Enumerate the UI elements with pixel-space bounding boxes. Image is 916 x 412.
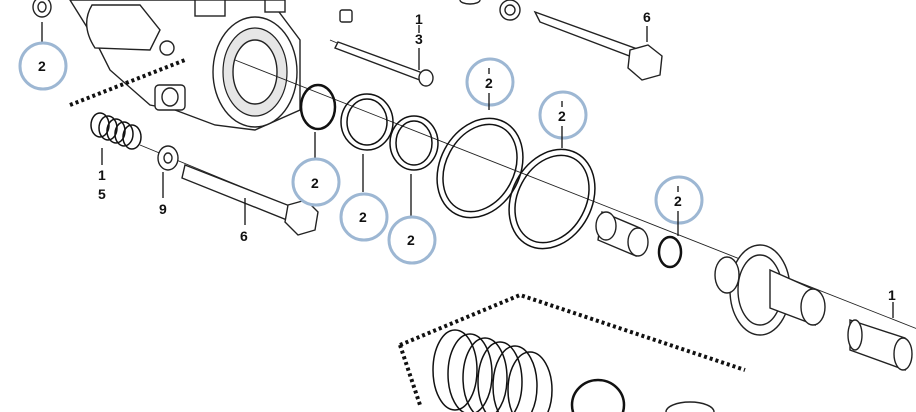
shaft-right	[847, 319, 913, 371]
svg-text:2: 2	[359, 209, 367, 225]
label-washer-left: 9	[159, 201, 167, 217]
o-ring-small-right	[657, 235, 683, 269]
label-bolt-bottom: 6	[240, 228, 248, 244]
svg-text:2: 2	[674, 193, 682, 209]
svg-text:2: 2	[558, 108, 566, 124]
valve-housing	[69, 0, 301, 131]
callout-large-ring-b: 2	[538, 90, 588, 148]
washer-left	[157, 145, 179, 171]
svg-text:2: 2	[407, 232, 415, 248]
large-ring-b	[508, 148, 596, 250]
dashed-leader-spring	[399, 292, 746, 372]
svg-text:2: 2	[485, 75, 493, 91]
seal-ring-a	[340, 93, 394, 151]
o-ring-small	[299, 83, 337, 131]
callout-large-ring-a: 2	[465, 57, 515, 110]
spring-small	[90, 112, 142, 150]
seal-ring-b	[389, 115, 439, 171]
callout-small-ring-right: 2	[654, 175, 704, 236]
label-bolt-top-left-1: 1	[415, 11, 423, 27]
label-bolt-top-left-2: 3	[415, 31, 423, 47]
bolt-top-right	[459, 0, 663, 81]
label-shaft-right: 1	[888, 287, 896, 303]
piston	[714, 244, 826, 336]
dashed-leader-housing	[69, 58, 186, 107]
svg-text:2: 2	[38, 58, 46, 74]
callout-ring-a: 2	[339, 154, 389, 242]
label-spring-2: 5	[98, 186, 106, 202]
spring-large	[432, 329, 715, 412]
bushing	[595, 211, 649, 257]
callout-small-oring: 2	[291, 132, 341, 207]
bolt-bottom	[181, 164, 319, 236]
svg-text:2: 2	[311, 175, 319, 191]
callout-top-left: 2	[18, 22, 68, 91]
callout-ring-b: 2	[387, 174, 437, 265]
large-ring-a	[436, 117, 524, 219]
label-spring-1: 1	[98, 167, 106, 183]
bolt-top-middle	[334, 9, 434, 87]
label-bolt-top-right: 6	[643, 9, 651, 25]
assembly-axis-line	[234, 59, 916, 329]
dashed-leader-spring-lower	[398, 344, 422, 406]
